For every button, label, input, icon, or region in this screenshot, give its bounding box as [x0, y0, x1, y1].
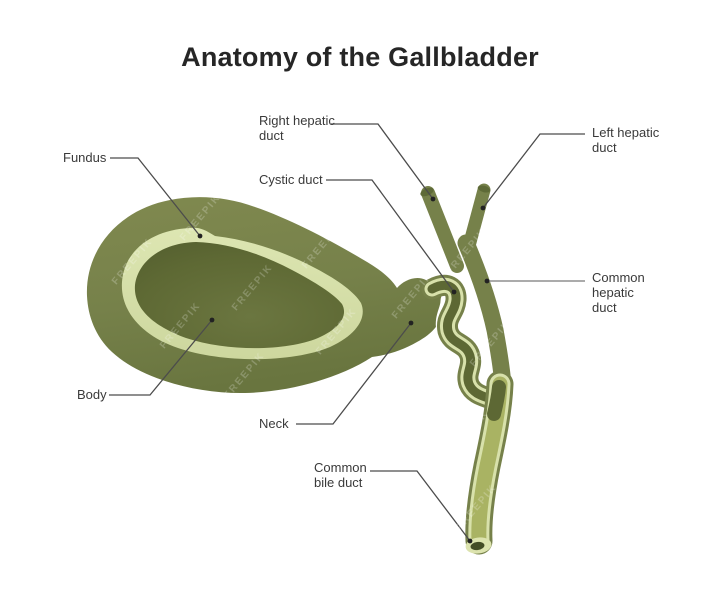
cystic-duct-lumen: [427, 281, 496, 404]
leader-dot-common-bile-duct: [467, 538, 473, 544]
bile-duct-opening-lumen: [470, 541, 485, 551]
leader-left-hepatic-duct: [482, 133, 585, 209]
page-title: Anatomy of the Gallbladder: [181, 42, 539, 72]
label-common-hepatic-duct: Common hepatic duct: [592, 270, 645, 315]
leader-right-hepatic-duct: [331, 123, 434, 200]
label-body: Body: [77, 387, 107, 402]
gallbladder-interior: [134, 242, 345, 349]
leader-neck: [296, 322, 412, 425]
right-hepatic-duct-cut-end: [420, 187, 434, 197]
leader-fundus: [110, 157, 201, 237]
leader-dot-neck: [408, 320, 414, 326]
leader-dot-right-hepatic-duct: [430, 196, 436, 202]
label-cystic-duct: Cystic duct: [259, 172, 323, 187]
common-hepatic-duct-shape: [457, 234, 512, 395]
label-right-hepatic-duct: Right hepatic duct: [259, 113, 335, 143]
leader-common-bile-duct: [370, 470, 471, 542]
leader-dot-common-hepatic-duct: [484, 278, 490, 284]
leader-dot-fundus: [197, 233, 203, 239]
leader-body: [109, 319, 213, 396]
label-fundus: Fundus: [63, 150, 107, 165]
label-left-hepatic-duct: Left hepatic duct: [592, 125, 660, 155]
label-common-bile-duct: Common bile duct: [314, 460, 367, 490]
left-hepatic-duct-cut-end: [477, 185, 491, 193]
leader-cystic-duct: [326, 179, 455, 293]
label-neck: Neck: [259, 416, 289, 431]
left-hepatic-duct-shape: [462, 183, 491, 253]
right-hepatic-duct-shape: [421, 186, 464, 273]
leader-dot-cystic-duct: [451, 289, 457, 295]
bile-duct-junction-lumen: [487, 380, 506, 421]
leader-dot-body: [209, 317, 215, 323]
leader-dot-left-hepatic-duct: [480, 205, 486, 211]
